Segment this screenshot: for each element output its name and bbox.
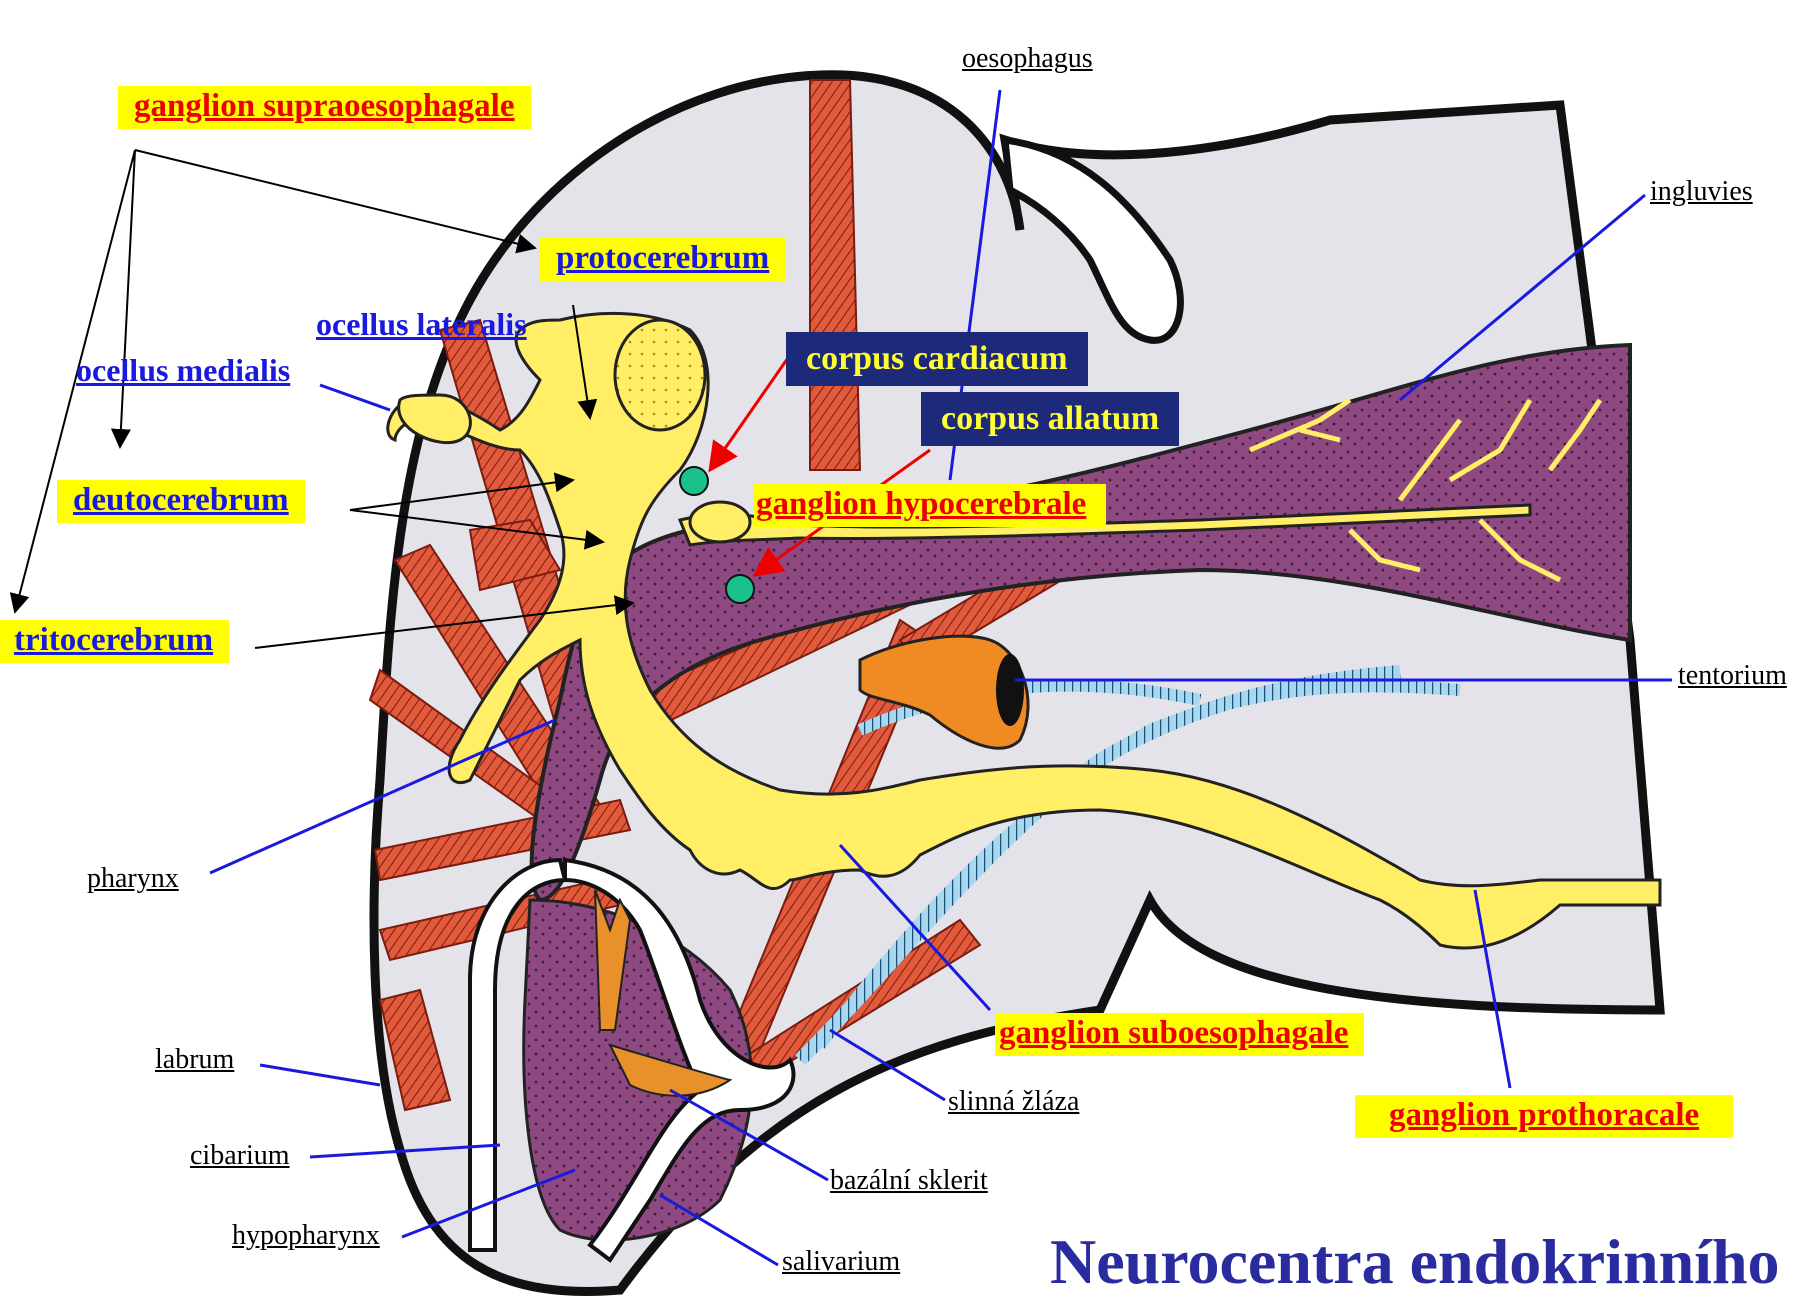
label-slinna-zlaza: slinná žláza bbox=[948, 1088, 1079, 1116]
label-tentorium: tentorium bbox=[1678, 662, 1787, 690]
label-ocellus-lateralis: ocellus lateralis bbox=[316, 308, 527, 340]
label-corpus-allatum: corpus allatum bbox=[921, 392, 1179, 446]
label-bazalni-sklerit: bazální sklerit bbox=[830, 1167, 988, 1195]
label-tritocerebrum: tritocerebrum bbox=[0, 620, 229, 663]
ocellus-lateralis-dots bbox=[615, 320, 705, 430]
label-protocerebrum: protocerebrum bbox=[540, 238, 785, 281]
label-cibarium: cibarium bbox=[190, 1142, 290, 1170]
corpus-allatum-marker bbox=[726, 575, 754, 603]
label-pharynx: pharynx bbox=[87, 865, 179, 893]
label-ganglion-suboesophagale: ganglion suboesophagale bbox=[995, 1013, 1364, 1056]
label-oesophagus: oesophagus bbox=[962, 45, 1093, 73]
slide-title: Neurocentra endokrinního bbox=[1050, 1225, 1780, 1299]
label-ganglion-hypocerebrale: ganglion hypocerebrale bbox=[754, 484, 1106, 527]
label-ocellus-medialis: ocellus medialis bbox=[76, 354, 290, 386]
label-ganglion-prothoracale: ganglion prothoracale bbox=[1355, 1095, 1733, 1138]
ocellus-medialis-shape bbox=[399, 395, 471, 443]
label-hypopharynx: hypopharynx bbox=[232, 1222, 380, 1250]
label-salivarium: salivarium bbox=[782, 1248, 900, 1276]
label-ganglion-supraoesophagale: ganglion supraoesophagale bbox=[118, 86, 531, 129]
label-labrum: labrum bbox=[155, 1046, 234, 1074]
label-deutocerebrum: deutocerebrum bbox=[57, 480, 305, 523]
label-corpus-cardiacum: corpus cardiacum bbox=[786, 332, 1088, 386]
label-ingluvies: ingluvies bbox=[1650, 178, 1753, 206]
corpus-cardiacum-marker bbox=[680, 467, 708, 495]
ganglion-hypocerebrale-body bbox=[690, 502, 750, 542]
